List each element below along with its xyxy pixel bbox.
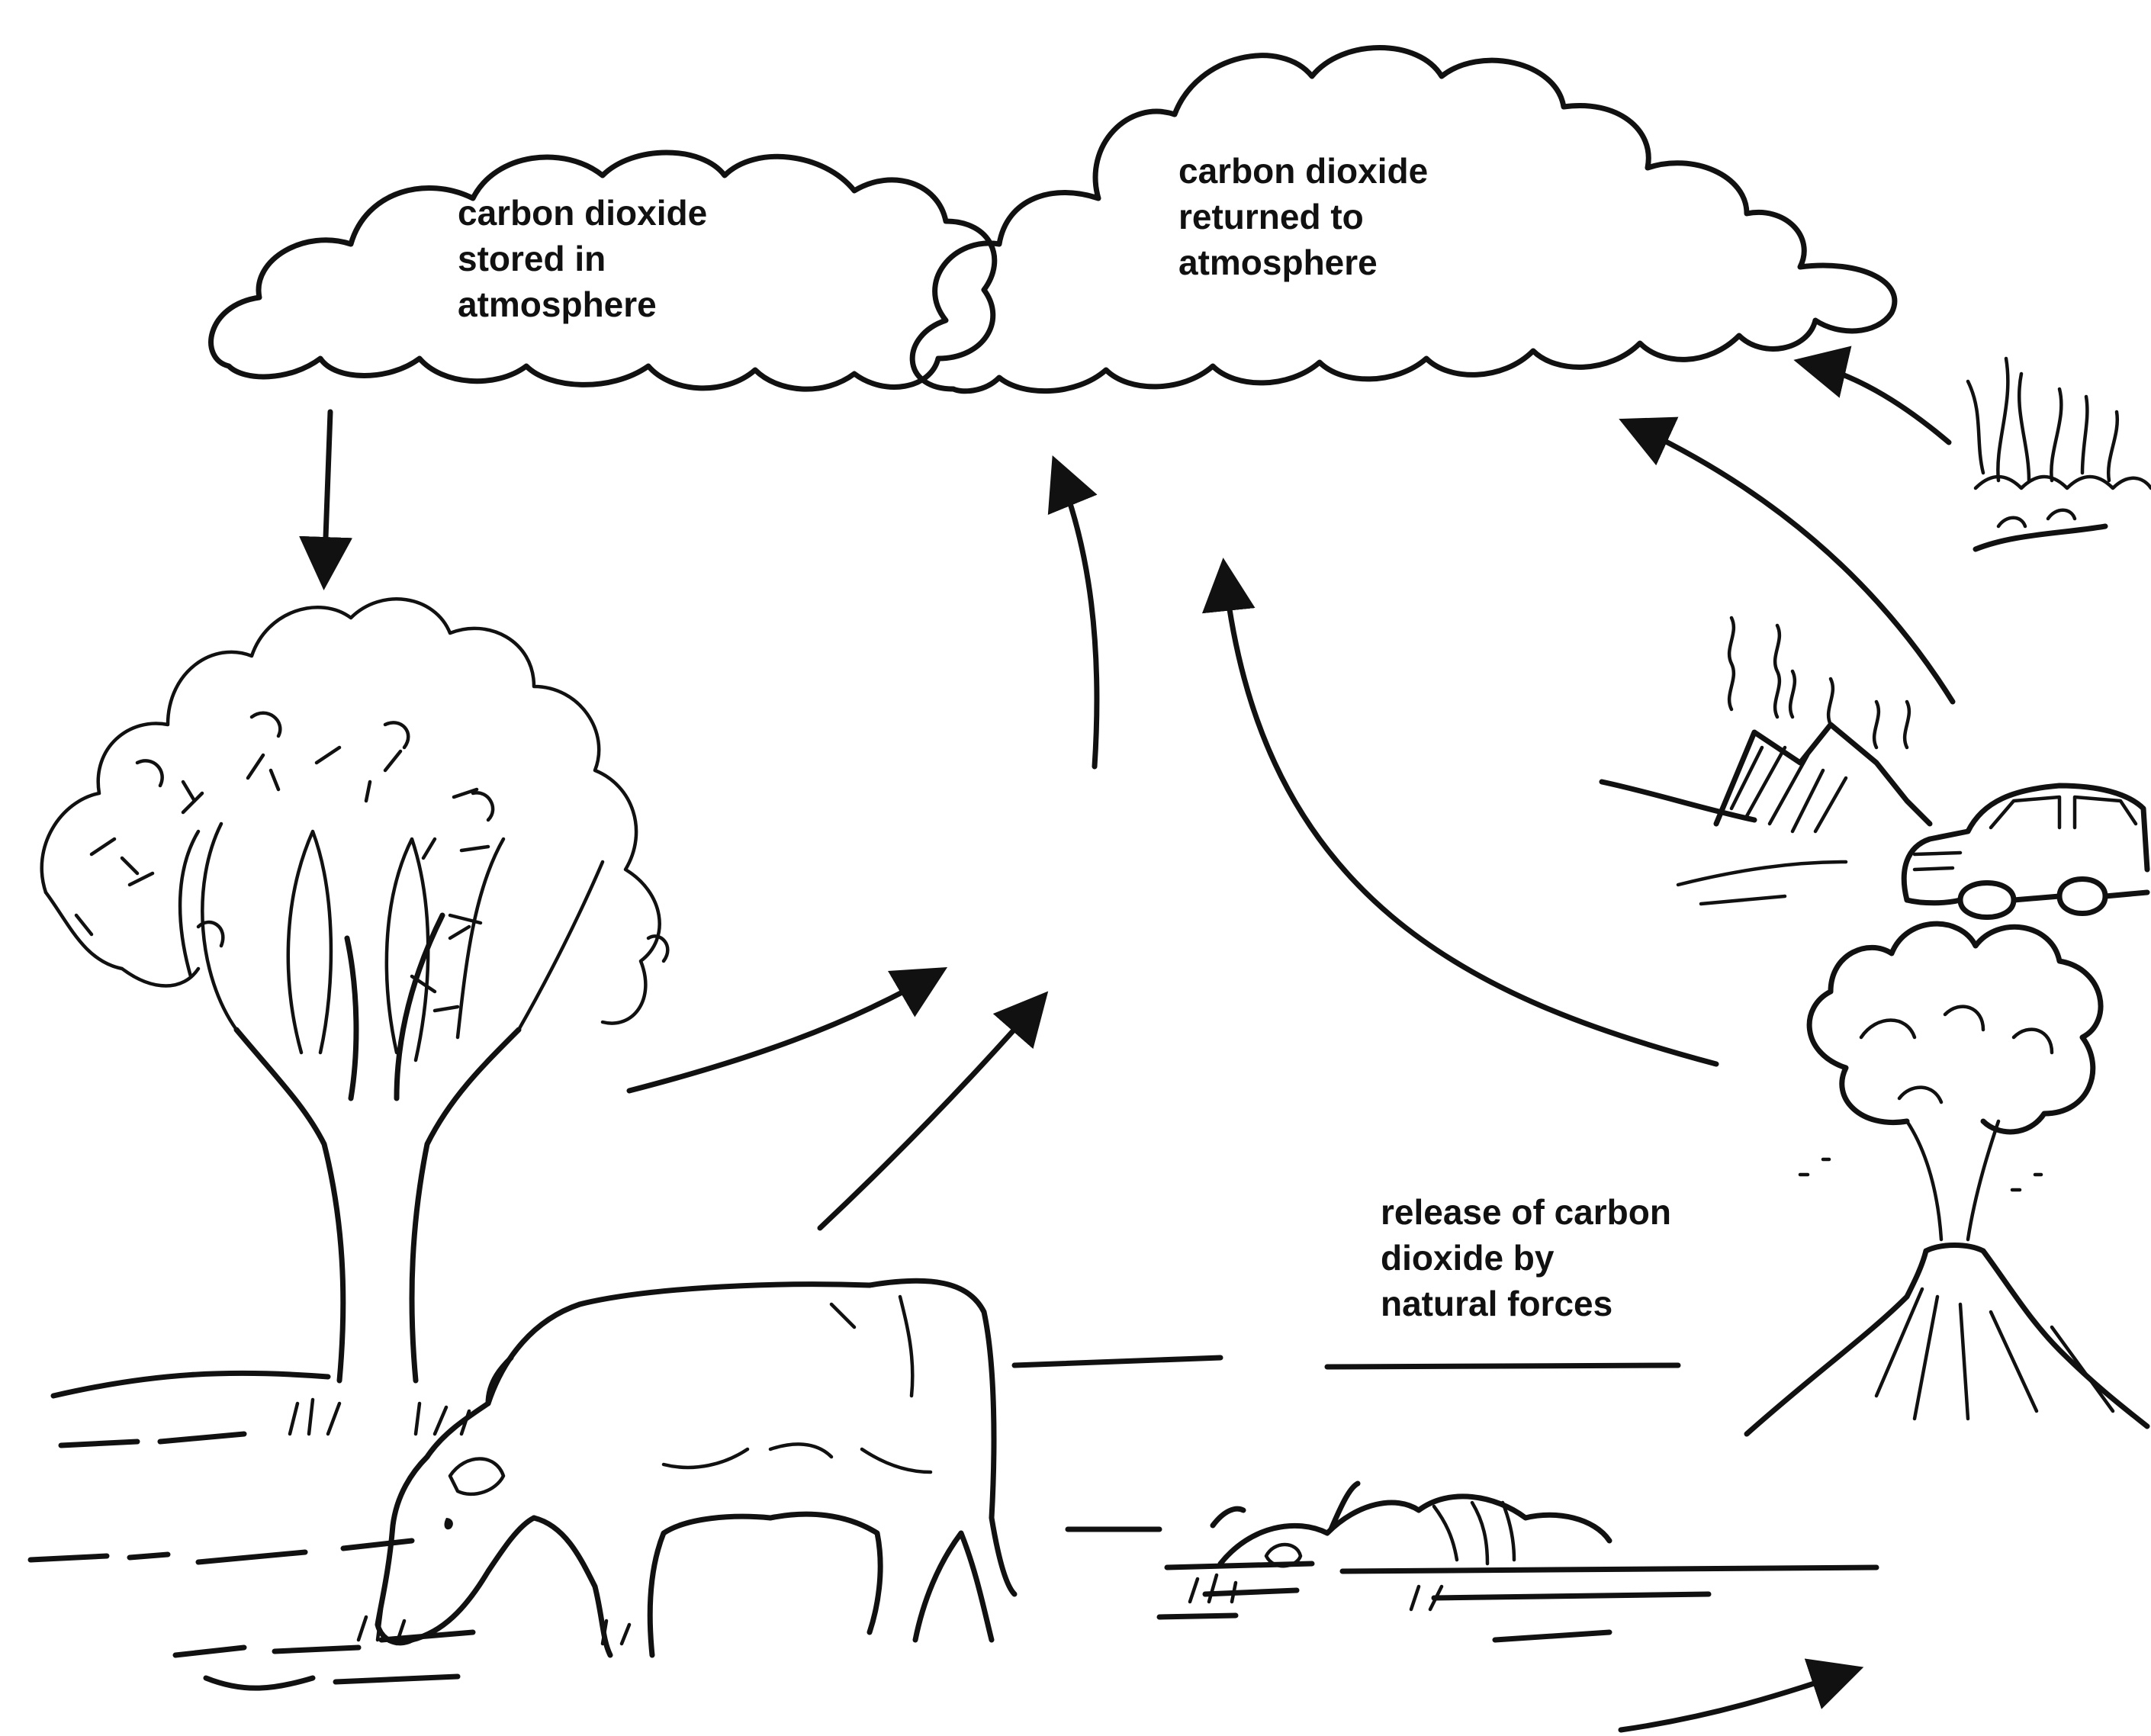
volcano-illustration (1747, 924, 2147, 1434)
car-illustration (1904, 786, 2147, 918)
arrow-tree-respiration (629, 972, 938, 1091)
cloud-returned-line-2: returned to (1178, 197, 1364, 236)
burning-building-illustration (1602, 618, 1930, 904)
cloud-stored-line-3: atmosphere (458, 285, 657, 324)
cloud-returned-line-1: carbon dioxide (1178, 151, 1428, 191)
ground-lines (31, 1358, 1876, 1688)
arrow-fire-to-cloud (1804, 362, 1949, 442)
cloud-returned-co2: carbon dioxide returned to atmosphere (912, 48, 1895, 391)
fire-illustration (1968, 358, 2151, 549)
arrow-car-to-cloud (1629, 423, 1953, 702)
natural-forces-line-3: natural forces (1381, 1284, 1612, 1323)
cow-illustration (358, 1281, 1014, 1655)
arrow-atmosphere-to-tree (324, 412, 330, 580)
svg-text:carbon dioxide stored in: carbon dioxide stored in atmosphere (458, 193, 717, 324)
cloud-returned-line-3: atmosphere (1178, 243, 1378, 282)
cloud-stored-line-1: carbon dioxide (458, 193, 707, 233)
natural-forces-line-2: dioxide by (1381, 1238, 1555, 1278)
cloud-stored-co2: carbon dioxide stored in atmosphere (211, 153, 995, 389)
cloud-stored-line-2: stored in (458, 239, 606, 278)
arrow-center-up-left (1056, 465, 1097, 767)
natural-forces-label: release of carbon dioxide by natural for… (1381, 1192, 1681, 1323)
arrow-volcano-to-cloud (1224, 568, 1716, 1064)
arrow-decomposition (1621, 1670, 1854, 1730)
natural-forces-line-1: release of carbon (1381, 1192, 1671, 1232)
arrow-cow-respiration (820, 999, 1041, 1228)
svg-text:carbon dioxide returned: carbon dioxide returned to atmosphere (1178, 151, 1438, 282)
